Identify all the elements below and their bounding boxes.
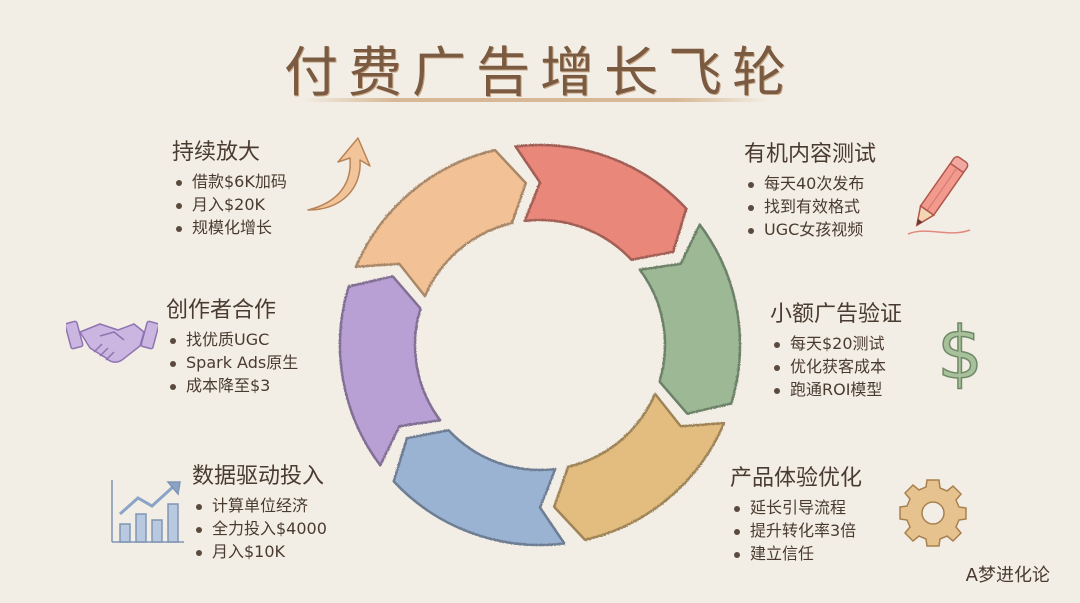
stage-item: 全力投入$4000 [192, 517, 327, 540]
flywheel-segment [638, 223, 742, 415]
stage-item: UGC女孩视频 [744, 218, 876, 241]
pencil-icon [907, 156, 971, 235]
stage-item: 每天40次发布 [744, 172, 876, 195]
stage-item: 月入$20K [172, 193, 287, 216]
stage-title: 有机内容测试 [744, 142, 877, 167]
stage-product-experience: 产品体验优化 延长引导流程 提升转化率3倍 建立信任 [730, 460, 862, 565]
up-arrow-icon [307, 137, 371, 211]
stage-title: 创作者合作 [166, 298, 277, 323]
svg-text:$: $ [937, 311, 983, 390]
stage-title: 小额广告验证 [770, 302, 903, 327]
stage-item: 计算单位经济 [192, 494, 327, 517]
flywheel-segment [514, 143, 688, 261]
stage-item: 找到有效格式 [744, 195, 876, 218]
title-underline [300, 98, 770, 102]
stage-item: 提升转化率3倍 [730, 519, 862, 542]
stage-title: 产品体验优化 [730, 466, 863, 491]
page-title: 付费广告增长飞轮 [284, 41, 796, 104]
stage-title: 数据驱动投入 [192, 464, 325, 489]
stage-item: 建立信任 [730, 542, 862, 565]
stage-item: 优化获客成本 [770, 355, 902, 378]
stage-item: 月入$10K [192, 540, 327, 563]
stage-creator-collaboration: 创作者合作 找优质UGC Spark Ads原生 成本降至$3 [166, 292, 298, 397]
stage-small-ad-validation: 小额广告验证 每天$20测试 优化获客成本 跑通ROI模型 [770, 296, 902, 401]
gear-icon [899, 479, 967, 547]
stage-item: Spark Ads原生 [166, 351, 298, 374]
stage-item: 每天$20测试 [770, 332, 902, 355]
bar-chart-icon [111, 480, 184, 543]
stage-continuous-scaling: 持续放大 借款$6K加码 月入$20K 规模化增长 [172, 134, 287, 239]
stage-item: 借款$6K加码 [172, 170, 287, 193]
stage-item: 规模化增长 [172, 216, 287, 239]
flywheel-segment [338, 275, 442, 467]
handshake-icon [66, 320, 158, 363]
author-credit: A梦进化论 [965, 565, 1050, 586]
stage-data-driven-investment: 数据驱动投入 计算单位经济 全力投入$4000 月入$10K [192, 458, 327, 563]
stage-item: 跑通ROI模型 [770, 378, 902, 401]
stage-item: 延长引导流程 [730, 496, 862, 519]
flywheel-segment [392, 429, 566, 547]
flywheel-segment [552, 392, 726, 542]
stage-organic-content-test: 有机内容测试 每天40次发布 找到有效格式 UGC女孩视频 [744, 136, 876, 241]
stage-title: 持续放大 [172, 140, 261, 165]
flywheel-segment [354, 148, 528, 298]
stage-item: 找优质UGC [166, 328, 298, 351]
dollar-sign-icon: $ [936, 310, 983, 390]
stage-item: 成本降至$3 [166, 374, 298, 397]
